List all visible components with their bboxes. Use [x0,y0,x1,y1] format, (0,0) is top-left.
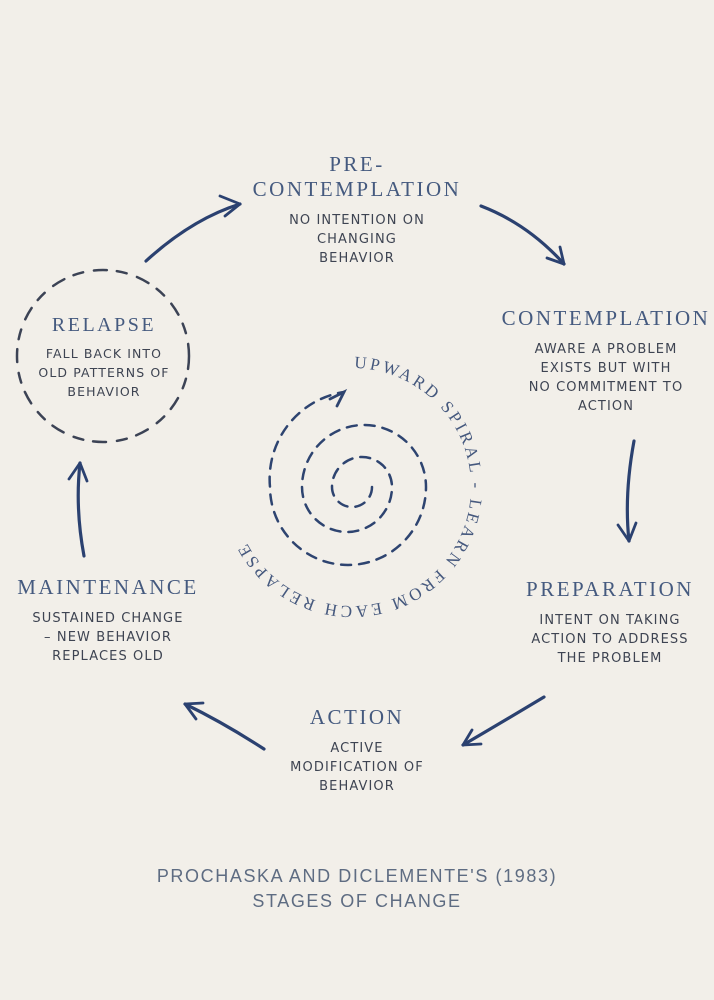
desc-line: ACTION [577,399,635,414]
stage-contemplation-desc: AWARE A PROBLEM EXISTS BUT WITH NO COMMI… [502,340,711,416]
stage-relapse-desc: FALL BACK INTO OLD PATTERNS OF BEHAVIOR [38,344,169,401]
stage-precontemplation: PRE- CONTEMPLATION NO INTENTION ON CHANG… [253,152,462,268]
poster-caption-line2: STAGES OF CHANGE [252,891,462,911]
stage-maintenance-desc: SUSTAINED CHANGE – NEW BEHAVIOR REPLACES… [17,609,198,666]
poster-caption-line1: PROCHASKA AND DICLEMENTE'S (1983) [156,866,558,886]
stage-contemplation-title: CONTEMPLATION [501,306,711,330]
desc-line: THE PROBLEM [557,651,663,666]
stage-action-desc: ACTIVE MODIFICATION OF BEHAVIOR [290,739,424,796]
stage-preparation-desc: INTENT ON TAKING ACTION TO ADDRESS THE P… [526,611,694,668]
stage-preparation: PREPARATION INTENT ON TAKING ACTION TO A… [526,577,694,668]
relapse-dashed-circle [15,268,191,444]
desc-line: NO COMMITMENT TO [528,380,684,395]
desc-line: EXISTS BUT WITH [540,361,672,376]
stage-precontemplation-title-line1: PRE- [329,152,385,176]
stage-precontemplation-desc: NO INTENTION ON CHANGING BEHAVIOR [253,211,462,268]
desc-line: BEHAVIOR [319,251,395,266]
desc-line: REPLACES OLD [52,649,164,664]
desc-line: NO INTENTION ON [289,213,425,228]
desc-line: INTENT ON TAKING [539,613,681,628]
stage-preparation-title: PREPARATION [526,577,694,601]
spiral-caption-text: UPWARD SPIRAL - LEARN FROM EACH RELAPSE [233,353,486,621]
arrow-precontemplation-to-contemplation-icon [479,204,566,266]
spiral-caption-textpath: UPWARD SPIRAL - LEARN FROM EACH RELAPSE [233,353,483,621]
desc-line: FALL BACK INTO [45,346,163,361]
spiral-path [268,390,428,567]
desc-line: MODIFICATION OF [290,760,424,775]
stage-relapse: RELAPSE FALL BACK INTO OLD PATTERNS OF B… [38,313,169,401]
stage-precontemplation-title-line2: CONTEMPLATION [252,177,462,201]
stage-action-title: ACTION [309,705,405,729]
stage-maintenance: MAINTENANCE SUSTAINED CHANGE – NEW BEHAV… [17,575,198,666]
arrow-maintenance-to-relapse-icon [67,461,89,558]
poster-caption: PROCHASKA AND DICLEMENTE'S (1983) STAGES… [157,864,557,914]
desc-line: AWARE A PROBLEM [534,342,678,357]
stage-relapse-title: RELAPSE [51,314,157,336]
stage-contemplation: CONTEMPLATION AWARE A PROBLEM EXISTS BUT… [502,306,711,416]
desc-line: CHANGING [317,232,397,247]
desc-line: BEHAVIOR [319,779,395,794]
arrow-action-to-maintenance-icon [183,701,266,751]
desc-line: ACTIVE [330,741,384,756]
desc-line: OLD PATTERNS OF [38,365,170,380]
desc-line: – NEW BEHAVIOR [44,630,172,645]
stage-precontemplation-title: PRE- CONTEMPLATION [253,152,462,202]
arrow-contemplation-to-preparation-icon [616,439,638,543]
arrow-preparation-to-action-icon [461,695,546,747]
upward-spiral [268,388,428,567]
stage-action: ACTION ACTIVE MODIFICATION OF BEHAVIOR [290,705,424,796]
desc-line: SUSTAINED CHANGE [32,611,184,626]
arrow-relapse-to-precontemplation-icon [144,194,242,263]
spiral-arrowhead-icon [328,388,348,408]
desc-line: ACTION TO ADDRESS [531,632,689,647]
desc-line: BEHAVIOR [67,384,141,399]
stage-maintenance-title: MAINTENANCE [17,575,199,599]
